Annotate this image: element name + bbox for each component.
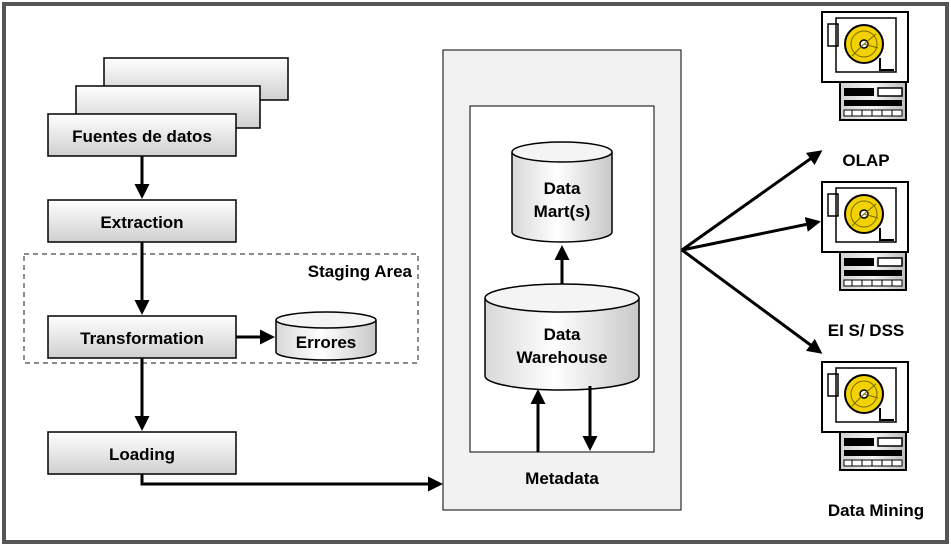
- errors-cylinder: [275, 311, 377, 361]
- errors-label: Errores: [296, 333, 356, 352]
- data-warehouse-label-line2: Warehouse: [516, 348, 607, 367]
- olap-label: OLAP: [842, 151, 889, 170]
- data-warehouse-cylinder: [484, 283, 640, 391]
- data-marts-cylinder: [511, 141, 613, 243]
- data-marts-label-line1: Data: [544, 179, 581, 198]
- eis-dss-label: EI S/ DSS: [828, 321, 905, 340]
- arrow-loading-to-metadata: [140, 474, 443, 492]
- computer-icon: [821, 11, 909, 121]
- loading-box: [47, 431, 237, 475]
- transformation-label: Transformation: [80, 329, 204, 348]
- arrow-to-eis-dss: [681, 217, 821, 252]
- extraction-label: Extraction: [100, 213, 183, 232]
- computer-icon: [821, 181, 909, 291]
- data-marts-label-line2: Mart(s): [534, 202, 591, 221]
- arrow-to-olap: [681, 150, 823, 252]
- metadata-label: Metadata: [525, 469, 599, 488]
- staging-area-label: Staging Area: [308, 262, 413, 281]
- arrow-to-data-mining: [681, 248, 823, 354]
- loading-label: Loading: [109, 445, 175, 464]
- extraction-box: [47, 199, 237, 243]
- sources-label: Fuentes de datos: [72, 127, 212, 146]
- data-warehouse-label-line1: Data: [544, 325, 581, 344]
- computer-icon: [821, 361, 909, 471]
- data-mining-label: Data Mining: [828, 501, 924, 520]
- sources-box: [47, 113, 237, 157]
